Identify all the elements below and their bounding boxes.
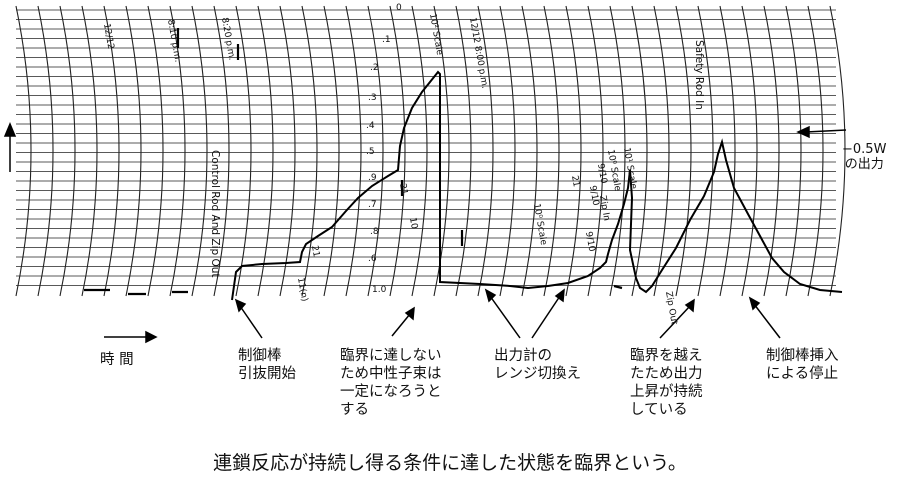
scale-tick-4: .5 [366,147,375,157]
time-label-3: 8:20 p.m. [219,17,236,61]
code-9-10c-label: 9/10 [583,231,596,253]
annotation-arrows [3,122,847,344]
gridline-time-arc [543,5,560,297]
time-label-2: 8:10 p.m. [165,19,182,63]
scale-10-1-label: 10¹ Scale [621,147,638,191]
figure-caption: 連鎖反応が持続し得る条件に達した状態を臨界という。 [213,452,687,474]
scale-tick-1: .2 [370,63,379,73]
code-21b-label: 21 [397,183,409,196]
gridline-time-arc [785,5,802,297]
chart-paper-labels: 0 12/12 8:10 p.m. 8:20 p.m. 12/12 8:00 p… [101,3,705,326]
gridline-time-arc [279,5,296,297]
time-label-1: 12/12 [101,23,115,50]
scale-tick-8: .9 [368,173,377,183]
gridline-time-arc [59,5,76,297]
gridline-time-arc [103,5,120,297]
annotation-shutdown: 制御棒挿入 による停止 [766,348,839,382]
gridline-time-arc [829,5,846,297]
gridline-time-arc [763,5,780,297]
code-21a-label: 21 [309,245,321,258]
scale-10-0-b-label: 10⁰ Scale [605,149,622,193]
gridline-time-arc [125,5,142,297]
gridline-time-arc [719,5,736,297]
scale-tick-0: .1 [382,35,391,45]
gridline-time-arc [191,5,208,297]
rod-position-ticks [84,28,623,296]
zip-in-label: Zip In [597,195,611,222]
scale-tick-2: .3 [368,93,377,103]
gridline-time-arc [389,5,406,297]
gridline-time-arc [235,5,252,297]
recorded-power-trace [231,70,843,301]
gridline-time-arc [675,5,692,297]
code-21c-label: 21 [569,175,581,188]
gridline-time-arc [455,5,472,297]
scale-tick-3: .4 [366,121,375,131]
code-9-10-label: 9/10 [595,163,608,185]
top-zero-label: 0 [396,3,402,13]
gridline-time-arc [37,5,54,297]
code-10-label: 10 [407,217,419,230]
gridline-time-arc [345,5,362,297]
gridline-time-arc [631,5,648,297]
gridline-time-arc [741,5,758,297]
control-rod-label: Control Rod And Zip Out [209,150,221,278]
scale-tick-9: 1.0 [372,285,387,295]
gridline-time-arc [521,5,538,297]
gridline-time-arc [411,5,428,297]
gridline-time-arc [147,5,164,297]
gridline-time-arc [213,5,230,297]
chart-time-arcs [15,5,846,297]
time-axis-label: 時 間 [100,352,134,368]
power-marker-label: −0.5W の出力 [842,142,887,172]
scale-tick-5: .6 [368,254,377,264]
gridline-time-arc [367,5,384,297]
scale-tick-6: .7 [368,200,377,210]
gridline-time-arc [499,5,516,297]
code-11n-label: 11(n) [295,277,309,303]
gridline-time-arc [807,5,824,297]
gridline-time-arc [477,5,494,297]
gridline-time-arc [323,5,340,297]
gridline-time-arc [609,5,626,297]
gridline-time-arc [653,5,670,297]
scale-tick-7: .8 [370,227,379,237]
safety-rod-label: Safety Rod In [693,40,705,110]
gridline-time-arc [301,5,318,297]
code-9-10b-label: 9/10 [587,185,600,207]
gridline-time-arc [565,5,582,297]
gridline-time-arc [587,5,604,297]
gridline-time-arc [169,5,186,297]
annotation-subcritical: 臨界に達しない ため中性子束は 一定になろうと する [340,348,442,418]
gridline-time-arc [15,5,32,297]
annotation-supercritical: 臨界を越え たため出力 上昇が持続 している [630,348,703,418]
annotation-range-switch: 出力計の レンジ切換え [494,348,581,382]
annotation-rod-withdrawal: 制御棒 引抜開始 [238,348,296,382]
gridline-time-arc [257,5,274,297]
gridline-time-arc [697,5,714,297]
gridline-time-arc [81,5,98,297]
